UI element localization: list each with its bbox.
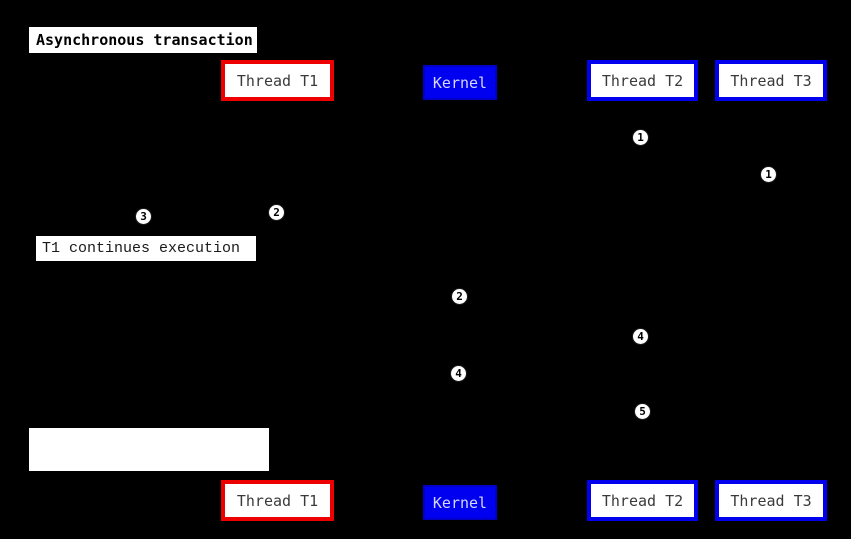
step-marker-2-thread-t1: 2 (268, 204, 285, 221)
participant-thread-t2-top: Thread T2 (587, 60, 698, 101)
participant-thread-t1-bottom-label: Thread T1 (236, 491, 319, 510)
participant-thread-t3-top: Thread T3 (715, 60, 827, 101)
step-marker-5-thread-t2: 5 (634, 403, 651, 420)
step-marker-4-thread-t2: 4 (632, 328, 649, 345)
participant-thread-t3-top-label: Thread T3 (730, 71, 812, 90)
participant-thread-t2-top-label: Thread T2 (601, 71, 684, 90)
participant-kernel-bottom-label: Kernel (432, 493, 488, 512)
note-t1-continues: T1 continues execution (35, 235, 257, 262)
blank-note-box (29, 428, 269, 471)
participant-thread-t1-bottom: Thread T1 (221, 480, 334, 521)
participant-thread-t1-top-label: Thread T1 (236, 71, 319, 90)
diagram-title: Asynchronous transaction (28, 26, 258, 54)
step-marker-3-note: 3 (135, 208, 152, 225)
participant-kernel-top: Kernel (423, 65, 497, 100)
participant-kernel-bottom: Kernel (423, 485, 497, 520)
participant-thread-t1-top: Thread T1 (221, 60, 334, 101)
participant-thread-t2-bottom: Thread T2 (587, 480, 698, 521)
participant-kernel-top-label: Kernel (432, 73, 488, 92)
step-marker-4-kernel: 4 (450, 365, 467, 382)
participant-thread-t3-bottom: Thread T3 (715, 480, 827, 521)
step-marker-1-thread-t2: 1 (632, 129, 649, 146)
participant-thread-t3-bottom-label: Thread T3 (730, 491, 812, 510)
step-marker-1-thread-t3: 1 (760, 166, 777, 183)
participant-thread-t2-bottom-label: Thread T2 (601, 491, 684, 510)
step-marker-2-kernel: 2 (451, 288, 468, 305)
